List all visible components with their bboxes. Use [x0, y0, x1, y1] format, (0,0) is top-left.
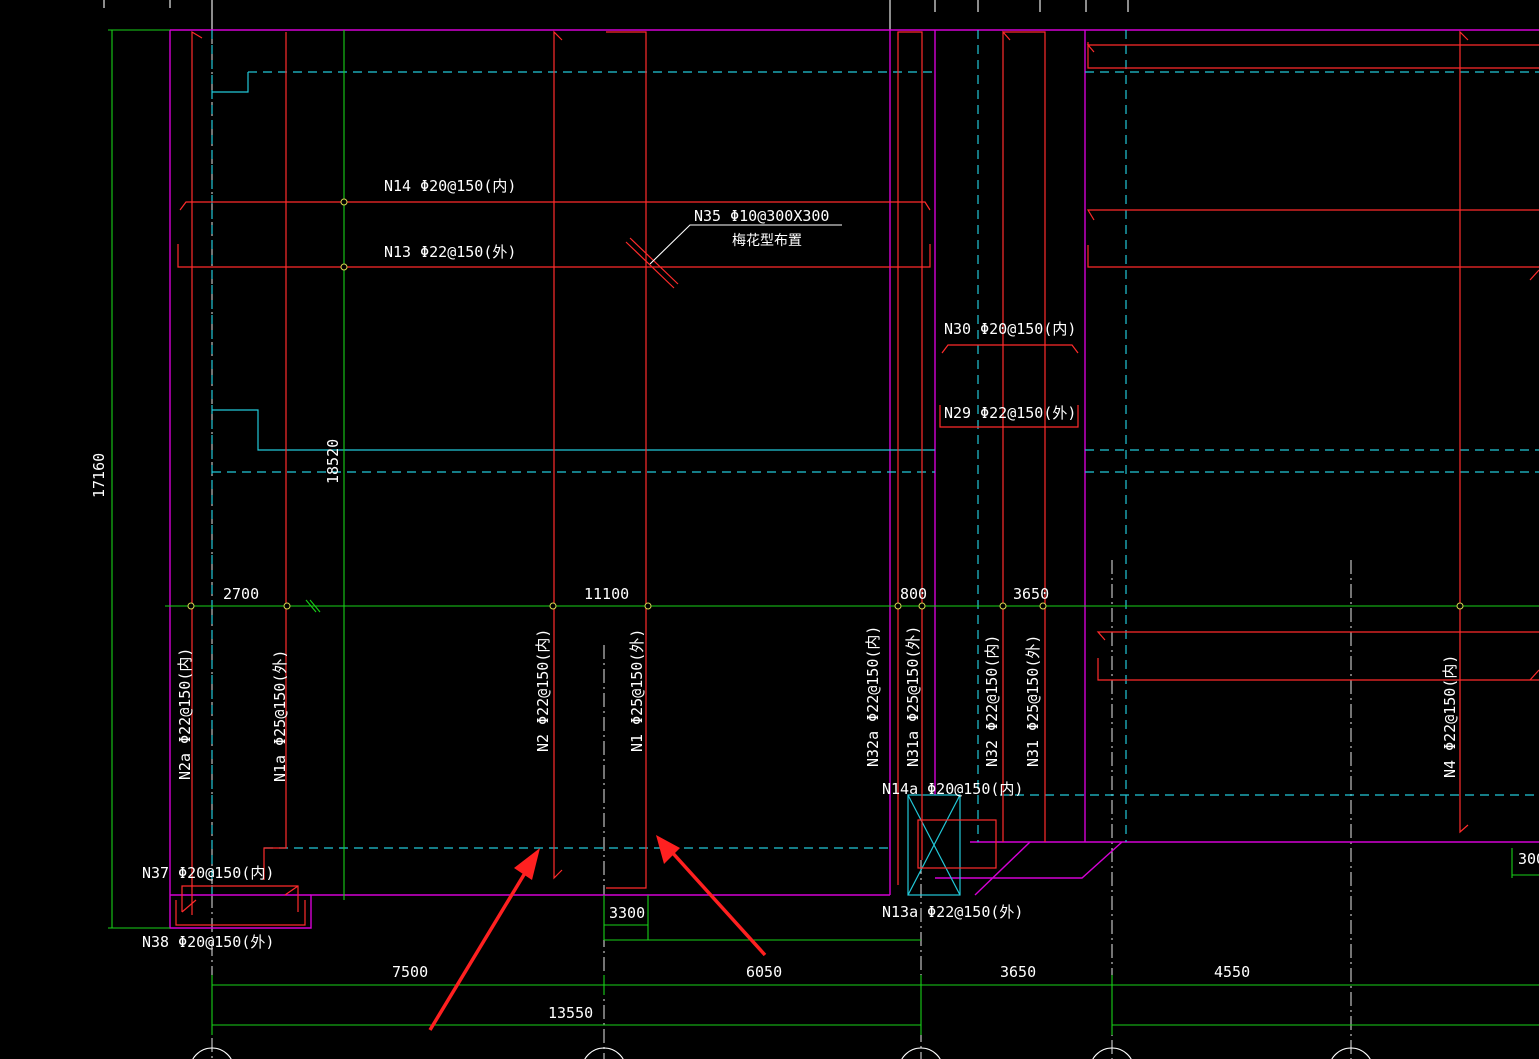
label-n2a: N2a Φ22@150(内): [176, 648, 194, 780]
dim-7500: 7500: [392, 963, 428, 981]
axis-lines: [103, 0, 1352, 1059]
dim-2700: 2700: [223, 585, 259, 603]
dim-13550: 13550: [548, 1004, 593, 1022]
label-n29: N29 Φ22@150(外): [944, 404, 1076, 422]
dim-18520: 18520: [324, 439, 342, 484]
hidden-lines: [211, 30, 1539, 896]
dim-4550: 4550: [1214, 963, 1250, 981]
label-n35-note: 梅花型布置: [732, 233, 802, 249]
annotation-arrow-left: [428, 848, 540, 1031]
label-n38: N38 Φ20@150(外): [142, 933, 274, 951]
label-n31: N31 Φ25@150(外): [1024, 635, 1042, 767]
structure-outline: [169, 29, 1539, 929]
dim-800: 800: [900, 585, 927, 603]
dimension-dots: [187, 198, 1464, 610]
label-n37: N37 Φ20@150(内): [142, 864, 274, 882]
label-n31a: N31a Φ25@150(外): [904, 626, 922, 767]
annotation-arrow-right: [656, 835, 767, 957]
label-n14a: N14a Φ20@150(内): [882, 780, 1023, 798]
dim-3300: 3300: [609, 904, 645, 922]
label-n35: N35 Φ10@300X300: [694, 207, 829, 225]
label-n4: N4 Φ22@150(内): [1441, 655, 1459, 778]
n35-leader: [649, 224, 842, 265]
dim-11100: 11100: [584, 585, 629, 603]
dim-300-edge: 300: [1518, 850, 1539, 868]
label-n2: N2 Φ22@150(内): [534, 629, 552, 752]
axis-bubbles: [192, 1047, 1371, 1059]
label-n30: N30 Φ20@150(内): [944, 320, 1076, 338]
dim-6050: 6050: [746, 963, 782, 981]
dim-3650-bottom: 3650: [1000, 963, 1036, 981]
dimension-lines: [108, 29, 1539, 1035]
label-n32: N32 Φ22@150(内): [983, 635, 1001, 767]
rebar-lines: [175, 30, 1539, 926]
label-n13a: N13a Φ22@150(外): [882, 903, 1023, 921]
label-n32a: N32a Φ22@150(内): [864, 626, 882, 767]
label-n1a: N1a Φ25@150(外): [271, 650, 289, 782]
dim-17160: 17160: [90, 453, 108, 498]
label-n13: N13 Φ22@150(外): [384, 243, 516, 261]
label-n1: N1 Φ25@150(外): [628, 629, 646, 752]
dim-3650-top: 3650: [1013, 585, 1049, 603]
label-n14: N14 Φ20@150(内): [384, 177, 516, 195]
